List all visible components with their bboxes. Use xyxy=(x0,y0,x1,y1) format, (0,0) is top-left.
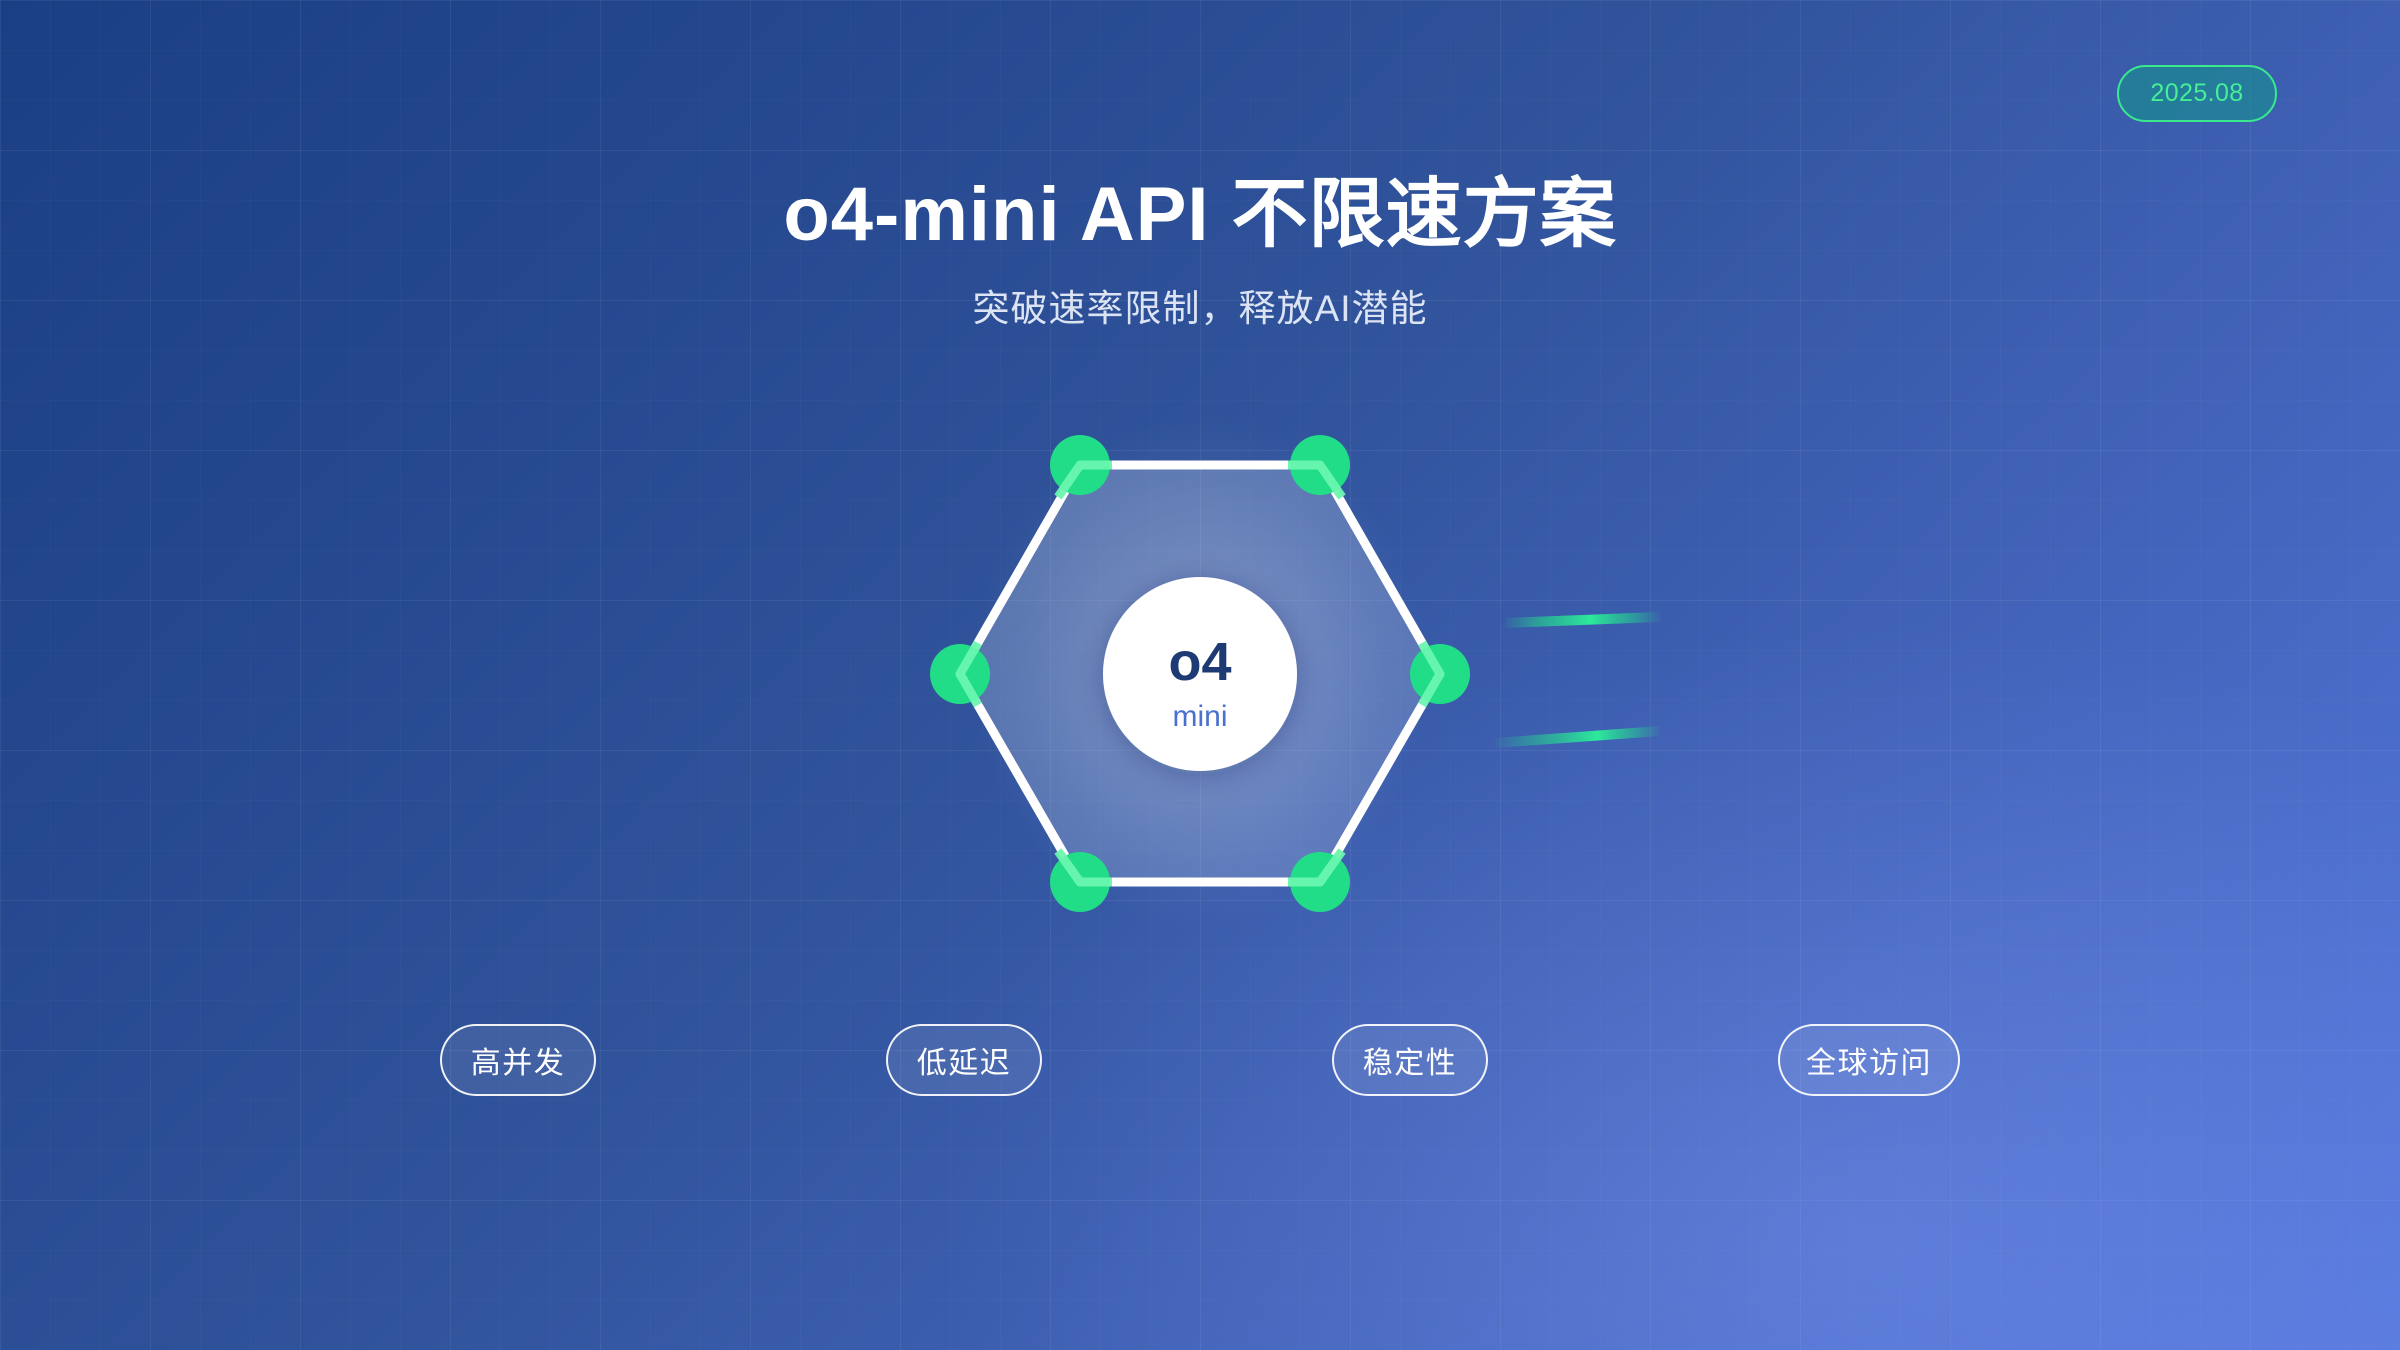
date-badge-label: 2025.08 xyxy=(2150,79,2244,107)
core-secondary-label: mini xyxy=(1172,700,1227,733)
date-badge: 2025.08 xyxy=(2117,65,2277,122)
speed-line-2 xyxy=(1495,726,1660,748)
feature-tag-label: 低延迟 xyxy=(916,1047,1012,1080)
feature-tag-label: 稳定性 xyxy=(1362,1047,1458,1080)
hexagon-diagram: o4 mini xyxy=(760,360,1860,1000)
page-title: o4-mini API 不限速方案 xyxy=(783,172,1617,257)
core-circle xyxy=(1103,577,1297,771)
speed-line-1 xyxy=(1505,612,1660,628)
feature-tag-stability[interactable]: 稳定性 xyxy=(1332,1024,1488,1096)
feature-tag-label: 全球访问 xyxy=(1806,1047,1932,1080)
hexagon-node-accents xyxy=(955,460,1445,887)
feature-tag-high-concurrency[interactable]: 高并发 xyxy=(440,1024,596,1096)
feature-tag-global-access[interactable]: 全球访问 xyxy=(1778,1024,1960,1096)
feature-tag-list: 高并发 低延迟 稳定性 全球访问 xyxy=(440,1010,1960,1110)
core-primary-label: o4 xyxy=(1168,632,1231,692)
feature-tag-label: 高并发 xyxy=(470,1047,566,1080)
page-subtitle: 突破速率限制，释放AI潜能 xyxy=(972,288,1428,329)
feature-tag-low-latency[interactable]: 低延迟 xyxy=(886,1024,1042,1096)
speed-lines xyxy=(1495,612,1660,748)
